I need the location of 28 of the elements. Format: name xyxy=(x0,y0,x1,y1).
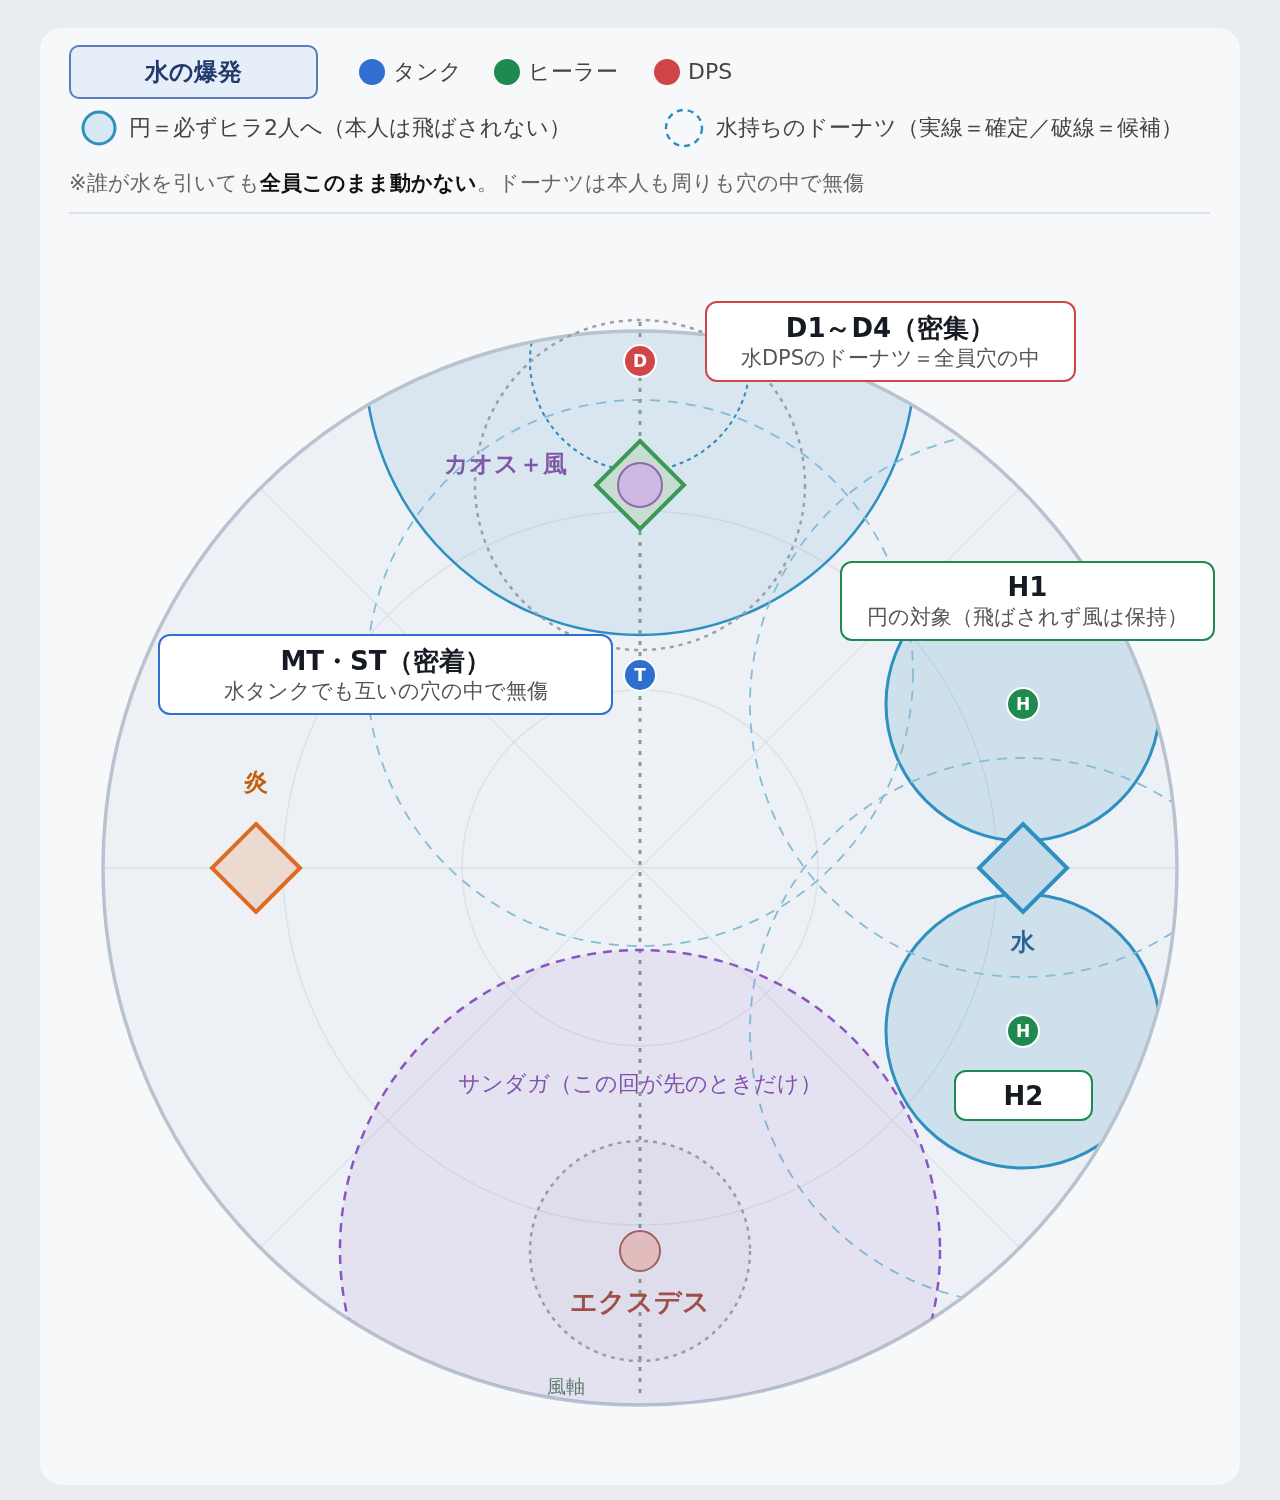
callout-title: H2 xyxy=(1003,1079,1044,1112)
callout-title: D1～D4（密集） xyxy=(785,311,996,344)
callout-title: MT・ST（密着） xyxy=(280,644,491,677)
marker-label: エクスデス xyxy=(570,1287,710,1317)
callout-box xyxy=(158,634,613,715)
callout-text: 水タンクでも互いの穴の中で無傷 xyxy=(223,677,548,705)
legend-label: ヒーラー xyxy=(528,58,618,86)
legend-label: 円＝必ずヒラ2人へ（本人は飛ばされない） xyxy=(129,114,571,142)
aoe-area xyxy=(338,948,942,1407)
callout-box xyxy=(840,561,1215,641)
callout-title: H1 xyxy=(1007,571,1048,603)
diamond-marker xyxy=(209,821,303,915)
callout-box xyxy=(705,301,1076,382)
legend-label: DPS xyxy=(688,58,733,86)
diamond-marker xyxy=(593,438,687,532)
axis-label: 風軸 xyxy=(547,1374,585,1399)
marker-label: カオス＋風 xyxy=(443,449,567,479)
title: 水の爆発 xyxy=(69,45,318,99)
marker-label: 水 xyxy=(1011,927,1035,957)
marker-label: 炎 xyxy=(244,767,268,797)
callout-text: 円の対象（飛ばされず風は保持） xyxy=(867,604,1188,631)
legend-label: タンク xyxy=(393,58,462,86)
note: ※誰が水を引いても全員このまま動かない。ドーナツは本人も周りも穴の中で無傷 xyxy=(69,170,864,197)
diamond-marker xyxy=(976,821,1070,915)
callout-text: 水DPSのドーナツ＝全員穴の中 xyxy=(740,344,1041,372)
callout-box xyxy=(954,1070,1093,1121)
legend-label: 水持ちのドーナツ（実線＝確定／破線＝候補） xyxy=(716,114,1183,142)
area-label: サンダガ（この回が先のときだけ） xyxy=(458,1070,822,1098)
